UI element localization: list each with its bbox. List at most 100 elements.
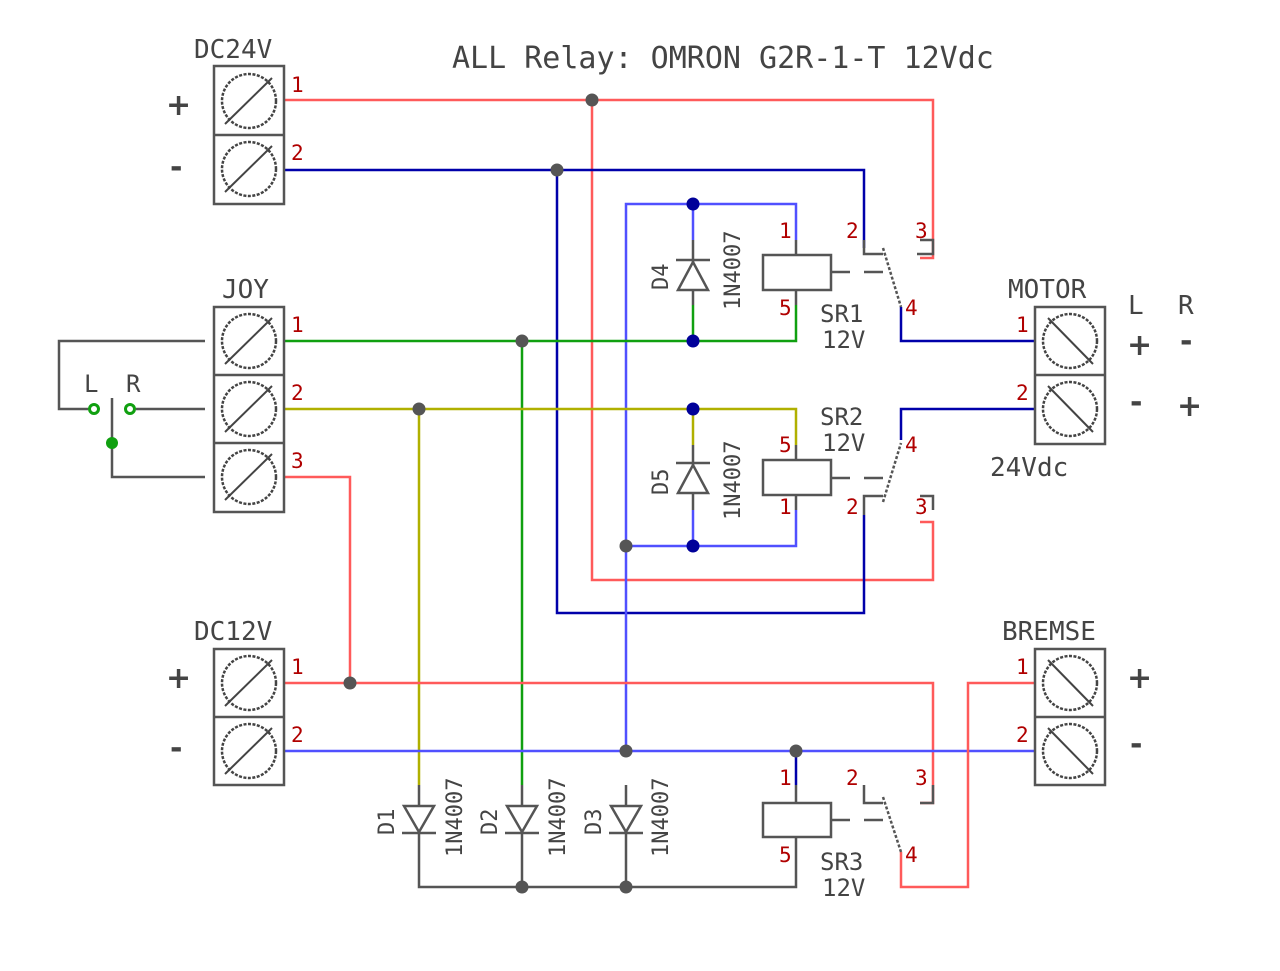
diode-d2: D2 1N4007: [478, 778, 571, 857]
pin-label: 4: [905, 296, 918, 320]
relay-sr1: 1 5 2 3 4 SR1 12V: [761, 219, 935, 354]
terminal-label: MOTOR: [1008, 275, 1087, 305]
pin-label: 1: [1016, 655, 1029, 679]
wire-joy-2: [284, 407, 798, 785]
junction: [619, 539, 633, 553]
diode-d1: D1 1N4007: [375, 778, 468, 857]
diode-d4: D4 1N4007: [649, 231, 746, 310]
motor-voltage: 24Vdc: [990, 453, 1068, 483]
plus-icon: +: [1127, 661, 1152, 696]
pin-label: 3: [915, 495, 928, 519]
wire-motor-2: [899, 407, 1035, 440]
junction: [686, 197, 700, 211]
pin-label: 2: [291, 381, 304, 405]
pin-label: 2: [846, 219, 859, 243]
terminal-dc12v: DC12V 1 2 + -: [166, 617, 304, 787]
junction: [686, 539, 700, 553]
wire-dc12v-plus: [284, 681, 935, 805]
pin-label: 2: [846, 495, 859, 519]
plus-icon: +: [166, 88, 191, 123]
pin-label: 1: [779, 766, 792, 790]
pin-label: 2: [291, 723, 304, 747]
pin-label: 4: [905, 843, 918, 867]
diode-d3: D3 1N4007: [582, 778, 674, 857]
junction: [106, 437, 118, 449]
joystick-switch: L R: [57, 339, 205, 479]
minus-icon: -: [1130, 727, 1142, 762]
relay-coil: [761, 801, 833, 839]
relay-coil: [761, 458, 833, 497]
plus-icon: +: [1177, 389, 1202, 424]
pin-label: 2: [1016, 381, 1029, 405]
pin-label: 1: [779, 219, 792, 243]
pin-label: 3: [915, 766, 928, 790]
junction: [412, 402, 426, 416]
wire-dc24v-plus: [284, 98, 935, 582]
pin-label: 3: [915, 219, 928, 243]
diode-name: D1: [375, 809, 400, 836]
minus-icon: -: [1130, 385, 1142, 420]
pin-label: 1: [291, 655, 304, 679]
terminal-label: JOY: [222, 275, 269, 305]
terminal-label: BREMSE: [1002, 617, 1096, 647]
junction: [585, 93, 599, 107]
minus-icon: -: [170, 150, 182, 185]
diode-part: 1N4007: [721, 441, 746, 520]
junctions: [343, 93, 803, 894]
diode-name: D5: [649, 469, 674, 496]
diagram-title: ALL Relay: OMRON G2R-1-T 12Vdc: [452, 41, 994, 76]
pin-label: 2: [291, 141, 304, 165]
junction: [619, 744, 633, 758]
terminal-joy: JOY 1 2 3: [212, 275, 304, 514]
junction: [515, 880, 529, 894]
pin-label: 4: [905, 433, 918, 457]
joystick-label-right: R: [126, 370, 141, 398]
pin-label: 5: [779, 843, 792, 867]
relay-voltage: 12V: [822, 429, 865, 457]
pin-label: 5: [779, 433, 792, 457]
wire-joy-3: [284, 475, 352, 683]
joystick-left-contact: [88, 403, 100, 415]
relay-coil: [761, 253, 833, 292]
joystick-right-contact: [124, 403, 136, 415]
diode-name: D2: [478, 809, 503, 836]
pin-label: 1: [1016, 313, 1029, 337]
column-label-left: L: [1128, 291, 1144, 321]
wire-bremse-1: [899, 681, 1035, 889]
diode-name: D4: [649, 264, 674, 291]
wire-diode-bottom-bus: [417, 830, 798, 889]
junction: [619, 880, 633, 894]
diode-part: 1N4007: [649, 778, 674, 857]
diode-part: 1N4007: [721, 231, 746, 310]
relay-voltage: 12V: [822, 326, 865, 354]
column-label-right: R: [1178, 291, 1194, 321]
junction: [343, 676, 357, 690]
diode-part: 1N4007: [443, 778, 468, 857]
junction: [515, 334, 529, 348]
terminal-label: DC12V: [194, 617, 272, 647]
minus-icon: -: [170, 731, 182, 766]
minus-icon: -: [1180, 324, 1192, 359]
pin-label: 5: [779, 296, 792, 320]
terminal-label: DC24V: [194, 35, 272, 65]
diode-name: D3: [582, 809, 607, 836]
terminal-bremse: BREMSE 1 2 + -: [1002, 617, 1152, 787]
plus-icon: +: [1127, 328, 1152, 363]
relay-sr2: 5 1 4 2 3 SR2 12V: [761, 403, 935, 519]
plus-icon: +: [166, 661, 191, 696]
relay-name: SR3: [820, 848, 863, 876]
pin-label: 3: [291, 449, 304, 473]
pin-label: 2: [1016, 723, 1029, 747]
diode-part: 1N4007: [546, 778, 571, 857]
relay-name: SR1: [820, 300, 863, 328]
wire-dc24v-minus: [284, 168, 866, 615]
pin-label: 1: [291, 313, 304, 337]
diode-d5: D5 1N4007: [649, 441, 746, 520]
pin-label: 1: [779, 495, 792, 519]
relay-voltage: 12V: [822, 874, 865, 902]
relay-sr3: 1 5 2 3 4 SR3 12V: [761, 766, 935, 902]
terminal-motor: MOTOR 1 2 24Vdc L R + - - +: [990, 275, 1202, 483]
wire-motor-1: [899, 307, 1035, 343]
terminal-dc24v: DC24V 1 2 + -: [166, 35, 304, 206]
